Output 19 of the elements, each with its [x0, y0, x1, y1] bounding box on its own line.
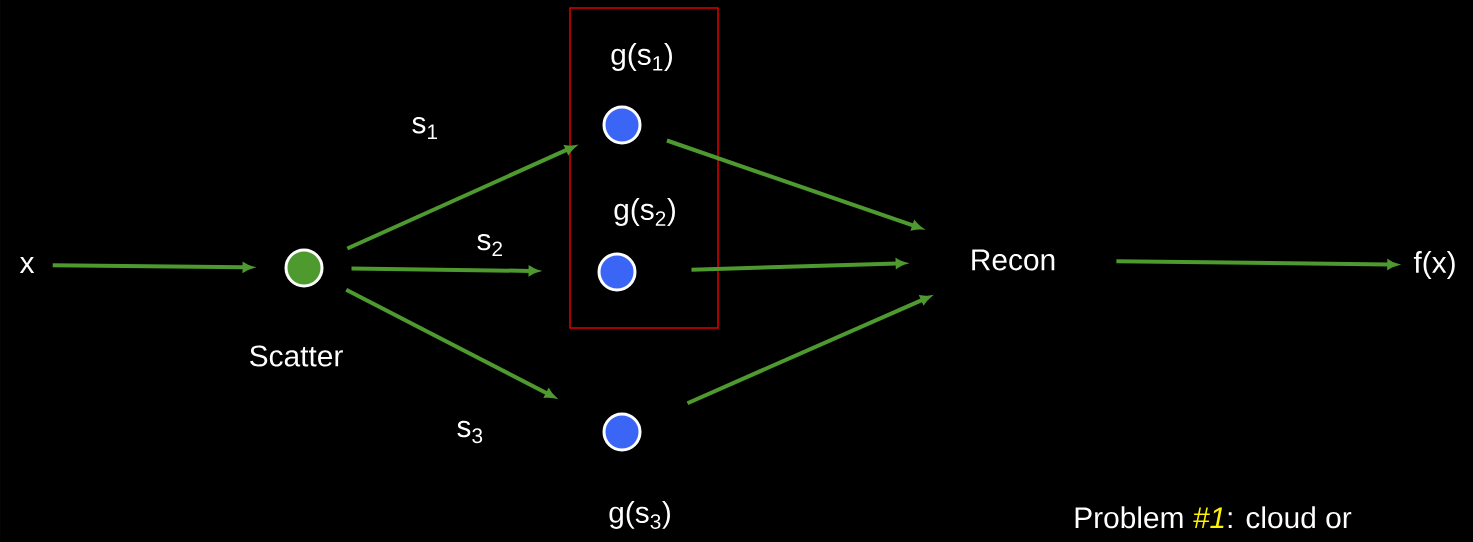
edge-label: s$_{1}$	[412, 117, 438, 139]
circle-node	[602, 412, 642, 452]
edge-label: s$_{3}$	[457, 420, 483, 444]
arrow	[345, 288, 556, 399]
node-caption: Scatter	[250, 345, 343, 367]
arrow	[686, 295, 931, 406]
circle-node	[597, 252, 637, 292]
circle-node	[284, 248, 324, 288]
arrow	[351, 266, 539, 276]
node-label: f(x)	[1413, 251, 1455, 279]
node-caption: g(s$_{3}$)	[609, 501, 670, 529]
node-label: x	[19, 257, 35, 273]
node-caption: g(s$_{2}$)	[614, 198, 675, 226]
arrow	[666, 138, 923, 231]
node-caption: g(s$_{1}$)	[611, 43, 672, 71]
note-text: Problem #1: cloud or	[1075, 506, 1352, 529]
node-label: Recon	[972, 249, 1055, 271]
circle-node	[602, 105, 642, 145]
highlight-box	[569, 7, 719, 329]
